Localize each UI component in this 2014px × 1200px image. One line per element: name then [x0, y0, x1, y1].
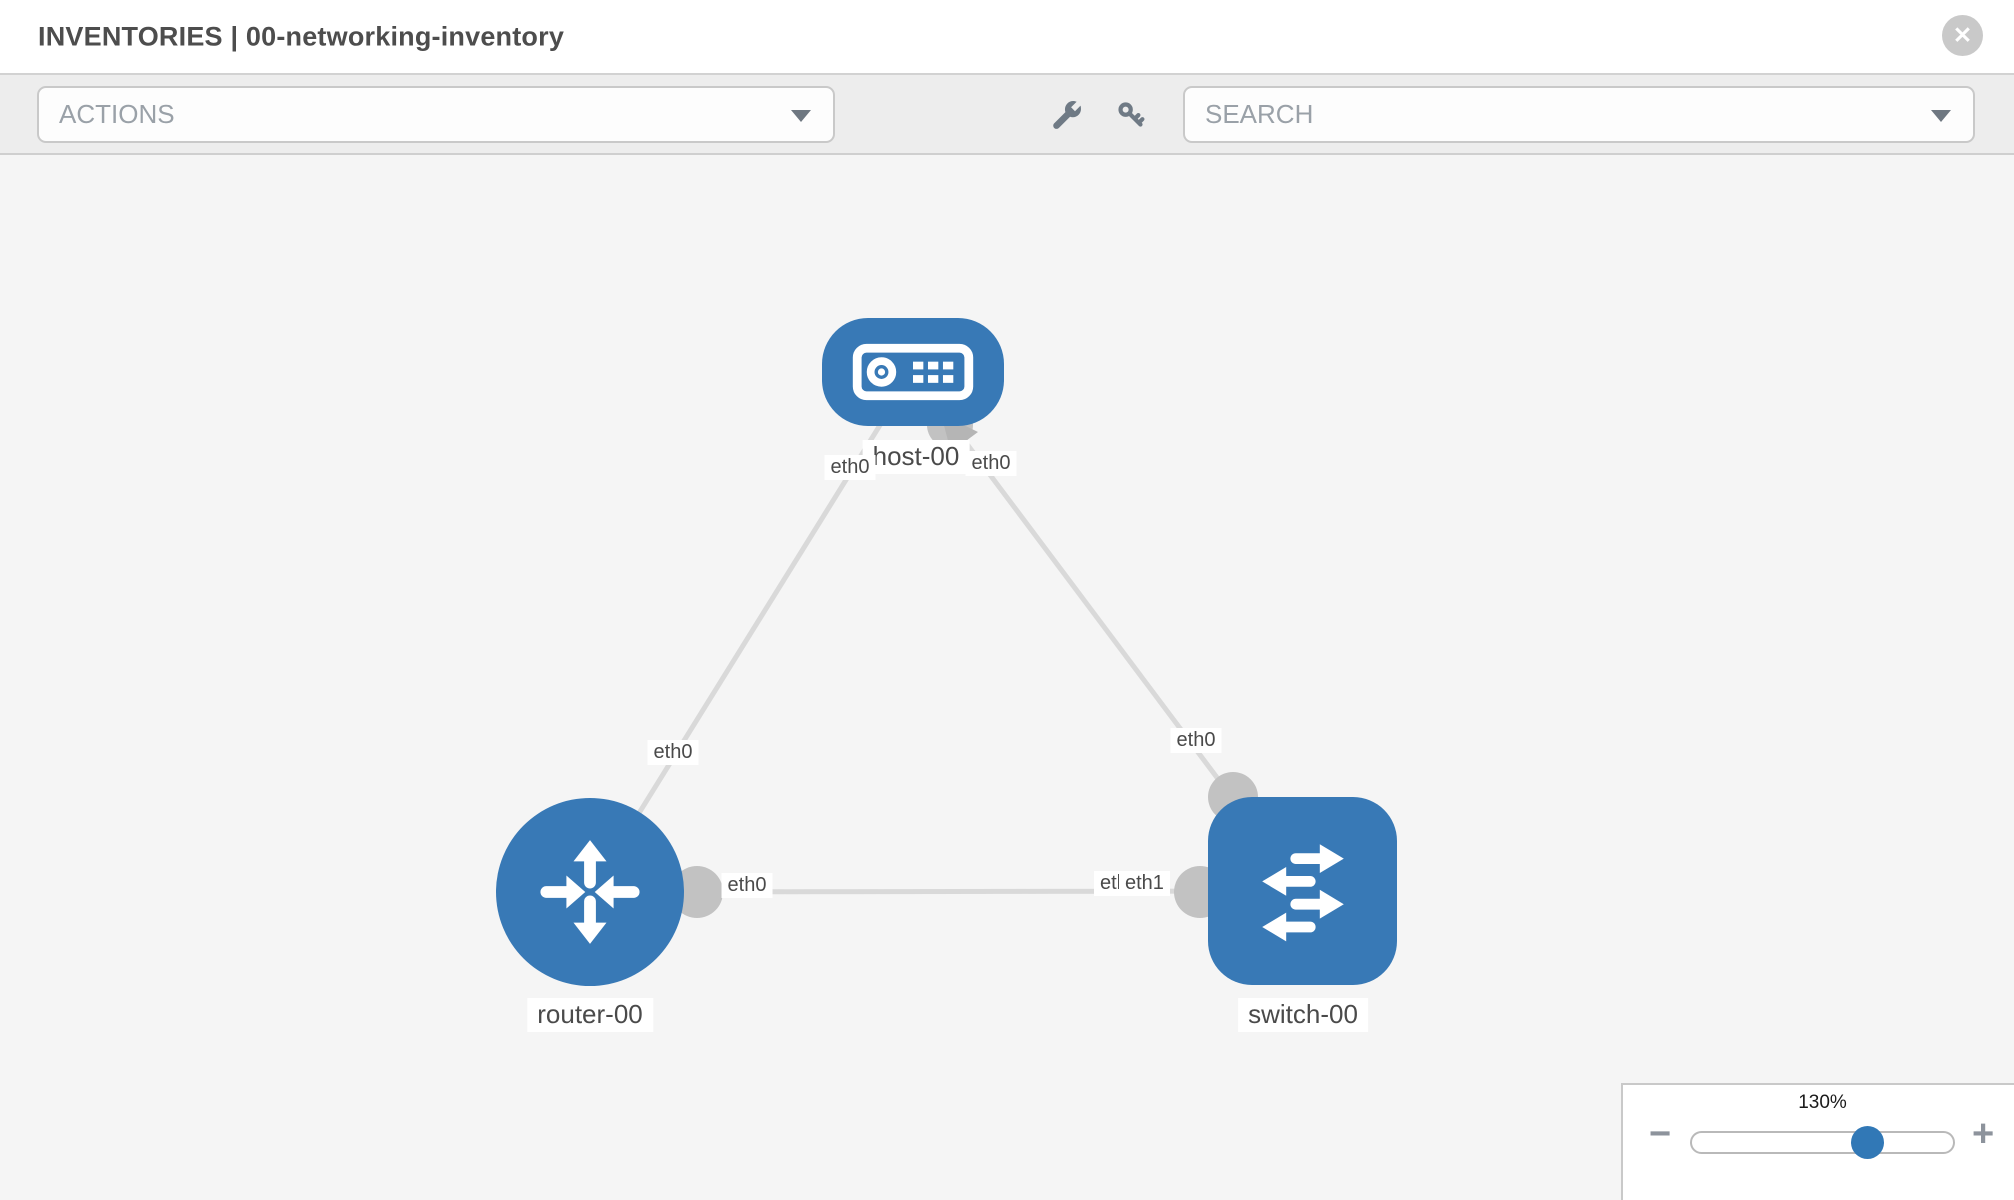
interface-label-switch-eth0-to-host: eth0	[1170, 728, 1222, 753]
key-icon[interactable]	[1114, 98, 1150, 134]
search-placeholder: SEARCH	[1205, 99, 1314, 129]
zoom-slider-handle[interactable]	[1851, 1126, 1884, 1159]
node-label-switch: switch-00	[1238, 998, 1368, 1032]
close-button[interactable]: ✕	[1942, 15, 1983, 56]
interface-label-router-eth0-to-switch: eth0	[721, 873, 773, 898]
search-dropdown[interactable]: SEARCH	[1183, 86, 1975, 143]
topology-edges	[587, 370, 1305, 918]
router-icon	[540, 840, 640, 944]
interface-connector-router-eth0	[671, 866, 723, 918]
interface-label-router-eth0-to-host: eth0	[647, 740, 699, 765]
switch-icon	[1261, 844, 1344, 942]
actions-dropdown[interactable]: ACTIONS	[37, 86, 835, 143]
node-label-router: router-00	[527, 998, 653, 1032]
interface-label-host-eth0-to-router: eth0	[824, 455, 876, 480]
zoom-level-value: 130%	[1798, 1092, 1847, 1113]
chevron-down-icon	[1931, 109, 1951, 122]
node-switch-00[interactable]	[1208, 797, 1397, 985]
toolbar: ACTIONS SEARCH	[0, 73, 2014, 155]
close-icon: ✕	[1952, 22, 1973, 48]
chevron-down-icon	[791, 109, 811, 122]
zoom-out-button[interactable]: −	[1649, 1113, 1672, 1155]
topology-canvas[interactable]: host-00 router-00 switch-00 eth0 eth0 et…	[0, 155, 2014, 1200]
node-host-00[interactable]	[822, 318, 1004, 426]
interface-label-host-eth0-to-switch: eth0	[965, 451, 1017, 476]
zoom-slider-track[interactable]	[1690, 1126, 1955, 1159]
interface-label-switch-eth1: eth1	[1119, 871, 1170, 896]
page-title: INVENTORIES | 00-networking-inventory	[38, 21, 565, 51]
host-icon	[852, 343, 974, 401]
node-router-00[interactable]	[496, 798, 684, 986]
node-label-host: host-00	[862, 440, 970, 474]
header-bar: INVENTORIES | 00-networking-inventory ✕	[0, 0, 2014, 73]
zoom-control-panel: 130% − +	[1621, 1083, 2014, 1200]
actions-dropdown-label: ACTIONS	[59, 99, 175, 129]
zoom-in-button[interactable]: +	[1972, 1113, 1995, 1155]
wrench-icon[interactable]	[1048, 98, 1084, 134]
